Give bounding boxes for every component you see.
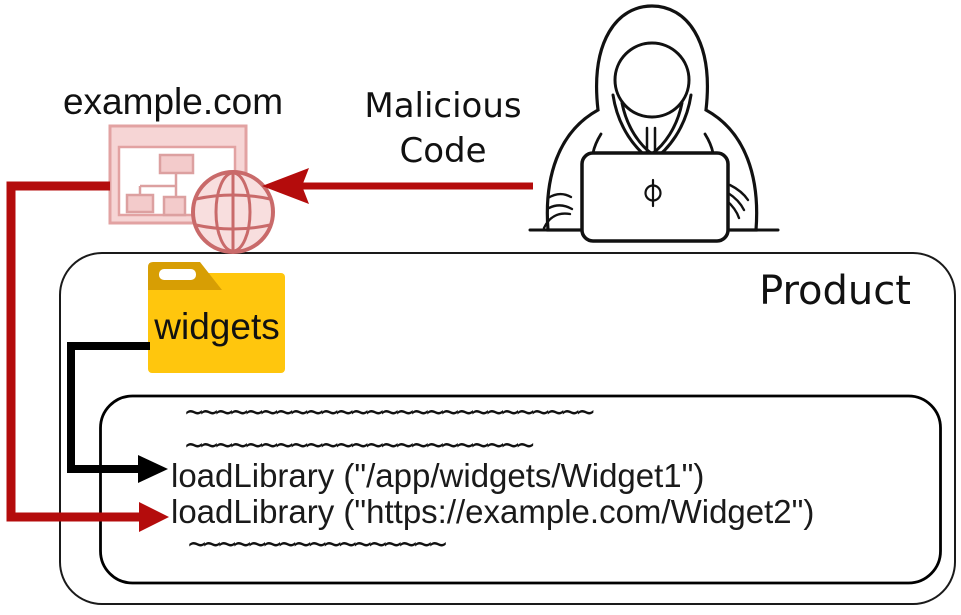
code-squiggle-line-3: ~~~~~~~~~~~~~~~~~ — [188, 527, 447, 562]
example-com-label: example.com — [62, 81, 284, 122]
code-line-local-load: loadLibrary ("/app/widgets/Widget1") — [171, 457, 705, 494]
website-icon — [108, 124, 275, 254]
code-squiggle-line-1: ~~~~~~~~~~~~~~~~~~~~~~~~~~~ — [185, 395, 595, 430]
globe-icon — [191, 170, 275, 254]
widgets-folder-label: widgets — [154, 306, 280, 347]
arrows — [6, 168, 533, 532]
malicious-code-label-line2: Code — [399, 131, 487, 171]
code-line-remote-load: loadLibrary ("https://example.com/Widget… — [171, 493, 815, 530]
code-squiggle-line-2: ~~~~~~~~~~~~~~~~~~~~~~~ — [185, 428, 534, 463]
phi-logo-icon — [644, 178, 662, 208]
code-box — [99, 394, 942, 585]
laptop-icon — [580, 151, 730, 243]
hood-drawstrings — [645, 126, 657, 155]
malicious-code-label-line1: Malicious — [364, 86, 522, 126]
product-label: Product — [759, 268, 911, 314]
face — [613, 41, 691, 119]
sitemap-icon — [125, 153, 195, 217]
hooded-hacker-illustration — [528, 4, 780, 243]
local-load-arrow — [67, 342, 168, 483]
malicious-code-arrow — [262, 168, 533, 204]
folder-icon — [148, 262, 285, 373]
remote-load-arrow — [6, 181, 169, 532]
hand-lines — [542, 183, 750, 230]
